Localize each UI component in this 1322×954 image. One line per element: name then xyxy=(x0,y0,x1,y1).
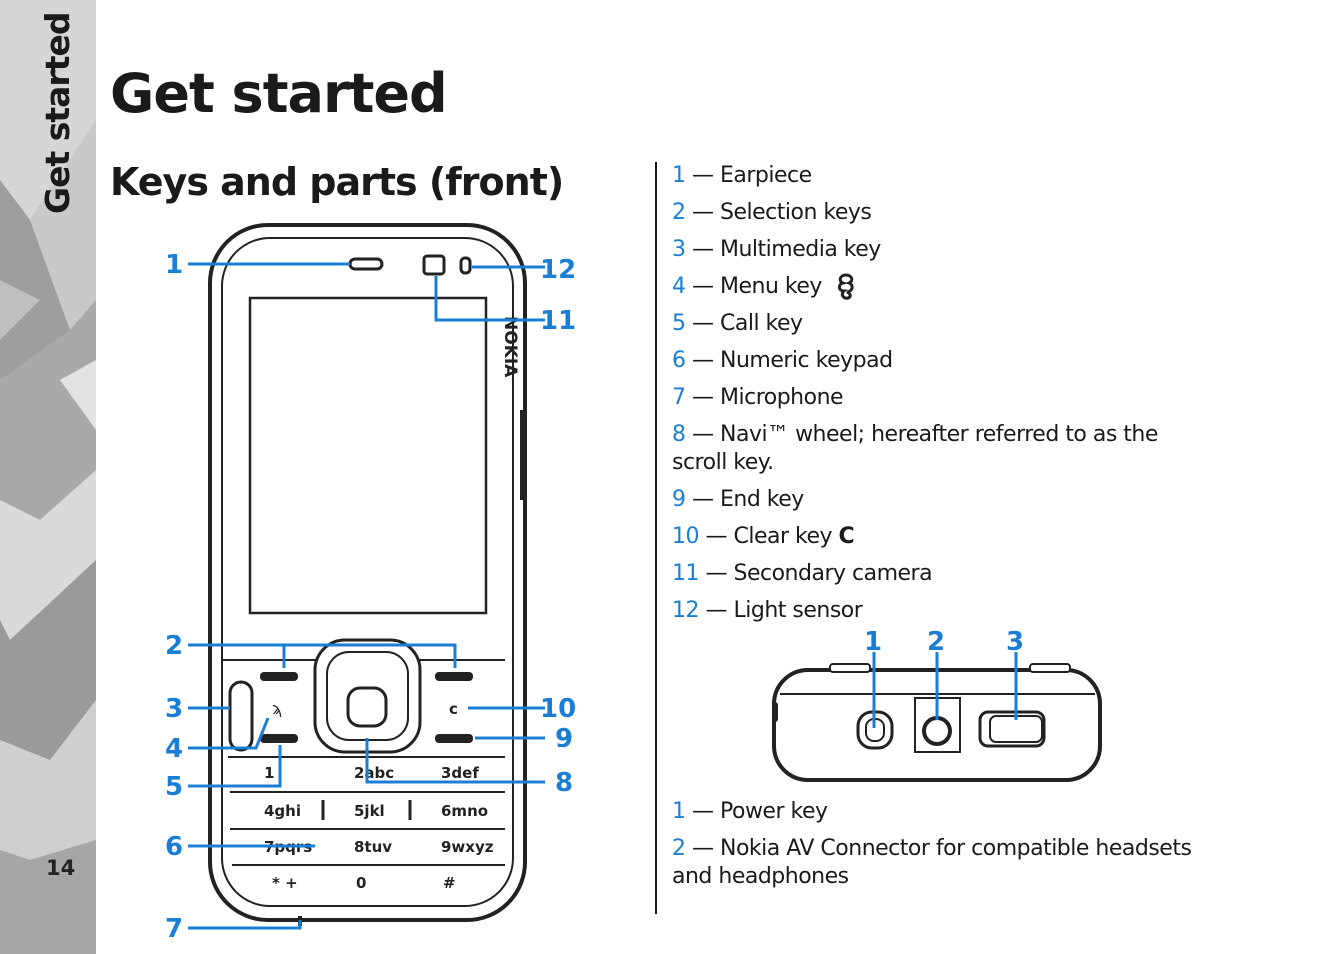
column-divider xyxy=(655,162,657,914)
callout-8: 8 xyxy=(555,768,573,798)
callouts-top: 1 2 3 xyxy=(864,627,1024,728)
key-0: 0 xyxy=(356,874,366,892)
callout-top-1: 1 xyxy=(864,627,882,657)
section-tab: Get started xyxy=(38,12,77,214)
key-2: 2abc xyxy=(354,764,394,782)
side-key xyxy=(520,410,527,500)
callouts-front: 1 2 3 4 5 6 7 8 9 10 11 12 xyxy=(165,250,576,944)
chapter-title: Get started xyxy=(110,62,448,125)
key-5: 5jkl xyxy=(354,802,385,820)
legend-item: 11 — Secondary camera xyxy=(672,561,933,586)
callout-4: 4 xyxy=(165,734,183,764)
legend-item: 2 — Selection keys xyxy=(672,200,872,225)
end-key xyxy=(435,734,473,743)
side-strip-pattern xyxy=(0,0,96,954)
screen xyxy=(248,296,488,615)
legend-item: 6 — Numeric keypad xyxy=(672,348,893,373)
light-sensor-shape xyxy=(459,256,472,275)
call-key xyxy=(260,734,298,743)
phone-top-diagram: 1 2 3 xyxy=(772,627,1102,782)
legend-item: 8 — Navi™ wheel; hereafter referred to a… xyxy=(672,422,1158,475)
legend-item: 4 — Menu key xyxy=(672,273,1212,301)
menu-key-icon: ϡ xyxy=(272,699,282,718)
side-strip: Get started 14 xyxy=(0,0,96,954)
right-selection-key xyxy=(435,672,473,681)
top-parts-legend: 1 — Power key 2 — Nokia AV Connector for… xyxy=(672,798,1212,900)
legend-item: 10 — Clear key C xyxy=(672,524,855,549)
navi-wheel xyxy=(313,638,422,754)
callout-7: 7 xyxy=(165,914,183,944)
phone-inner-rim xyxy=(221,237,514,907)
callout-2: 2 xyxy=(165,631,183,661)
callout-5: 5 xyxy=(165,772,183,802)
legend-item: 12 — Light sensor xyxy=(672,598,863,623)
camera-shape xyxy=(422,254,446,276)
camera-cover-shape xyxy=(978,710,1046,748)
key-star: * + xyxy=(272,874,298,892)
key-8: 8tuv xyxy=(354,838,392,856)
callout-11: 11 xyxy=(540,306,576,336)
callout-top-2: 2 xyxy=(927,627,945,657)
key-3: 3def xyxy=(441,764,479,782)
legend-item: 7 — Microphone xyxy=(672,385,844,410)
section-title: Keys and parts (front) xyxy=(110,160,564,204)
callout-12: 12 xyxy=(540,255,576,285)
key-hash: # xyxy=(443,874,456,892)
menu-key-icon xyxy=(838,273,855,300)
key-4: 4ghi xyxy=(264,802,301,820)
legend-item: 5 — Call key xyxy=(672,311,803,336)
legend-item: 1 — Power key xyxy=(672,799,828,824)
navi-center-key xyxy=(346,686,388,728)
callout-top-3: 3 xyxy=(1006,627,1024,657)
key-9: 9wxyz xyxy=(441,838,494,856)
callout-9: 9 xyxy=(555,724,573,754)
page-number: 14 xyxy=(46,856,76,880)
clear-key-glyph: c xyxy=(449,700,458,718)
phone-front-diagram: NOKIA ϡ c 1 2abc 3def 4ghi 5jkl 6mno 7pq… xyxy=(165,223,576,944)
legend-item: 1 — Earpiece xyxy=(672,163,812,188)
clear-key-icon: C xyxy=(838,524,855,549)
front-parts-legend: 1 — Earpiece 2 — Selection keys 3 — Mult… xyxy=(672,162,1212,634)
callout-6: 6 xyxy=(165,832,183,862)
multimedia-key xyxy=(228,680,254,752)
legend-item: 9 — End key xyxy=(672,487,804,512)
legend-item: 3 — Multimedia key xyxy=(672,237,881,262)
brand-label: NOKIA xyxy=(500,316,520,378)
legend-item: 2 — Nokia AV Connector for compatible he… xyxy=(672,836,1192,889)
callout-10: 10 xyxy=(540,694,576,724)
callout-1: 1 xyxy=(165,250,183,280)
callout-3: 3 xyxy=(165,694,183,724)
key-6: 6mno xyxy=(441,802,488,820)
key-1: 1 xyxy=(264,764,274,782)
left-selection-key xyxy=(260,672,298,681)
